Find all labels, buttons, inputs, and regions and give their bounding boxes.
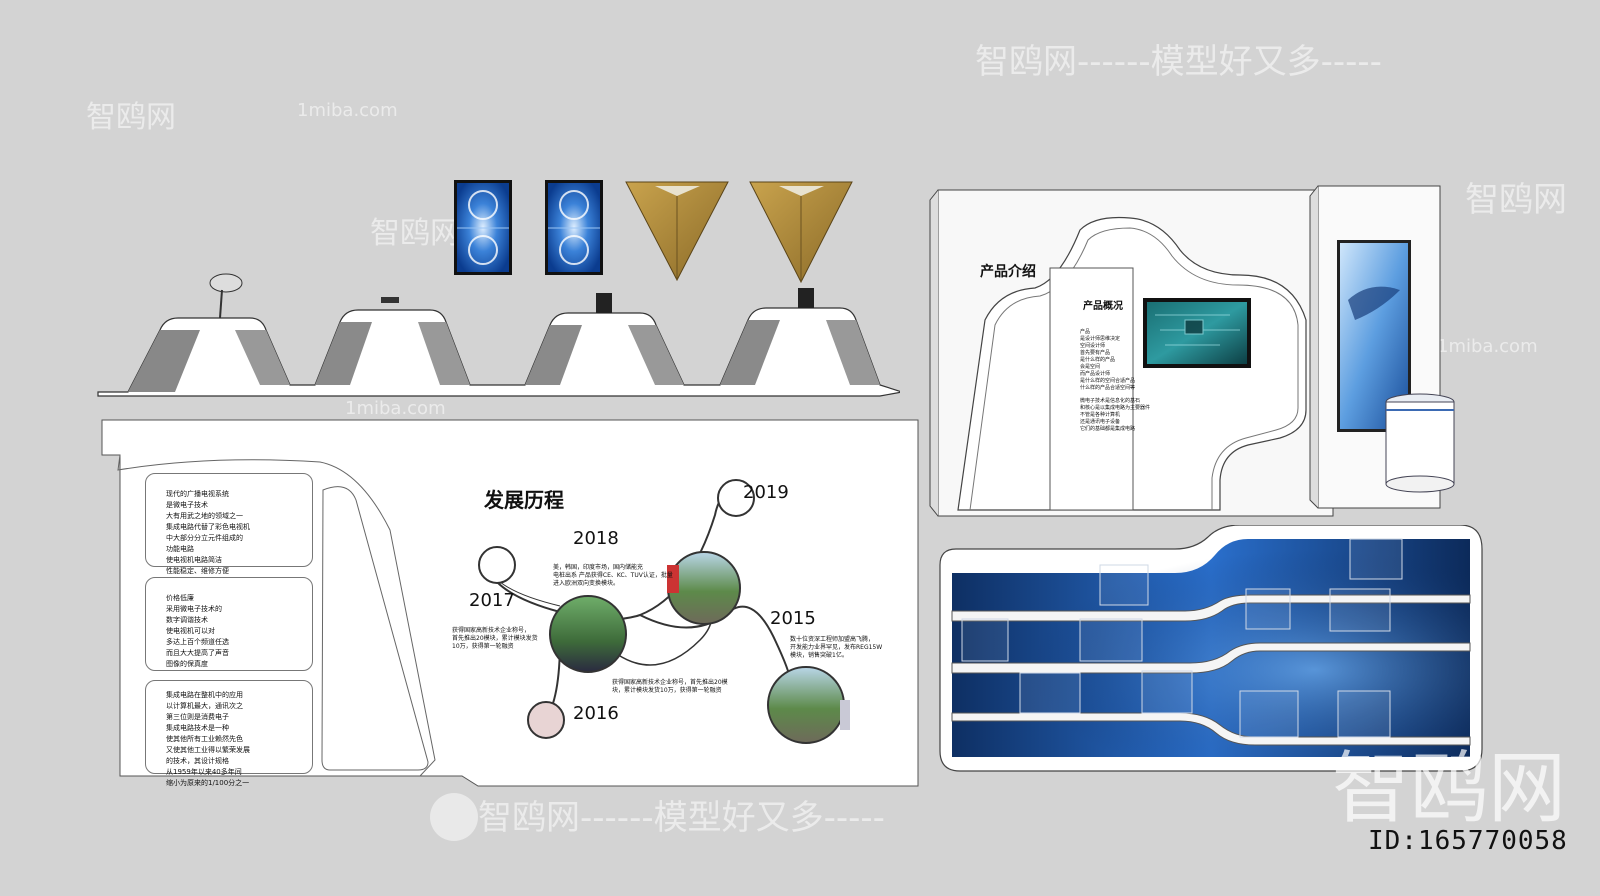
info-panel-2 <box>145 577 313 671</box>
watermark-site-left: 1miba.com <box>345 398 446 419</box>
display-screen-1 <box>454 180 512 275</box>
watermark-top-left-site: 1miba.com <box>297 100 398 121</box>
top-props-svg <box>97 180 900 397</box>
info-panel-3-text: 集成电路在整机中的应用 以计算机最大，通讯次之 第三位则是消费电子 集成电路技术… <box>166 691 250 787</box>
product-wall-svg <box>929 185 1455 517</box>
product-overview-text: 产品 是设计师思维决定 空间设计师 首先要有产品 是什么样的产品 会是空间 而产… <box>1080 329 1136 391</box>
info-panel-1 <box>145 473 313 567</box>
timeline-wall-svg <box>101 419 919 787</box>
watermark-mid-brand: 智鸥网 <box>370 216 460 251</box>
year-2017: 2017 <box>469 590 515 611</box>
watermark-top-left-brand: 智鸥网 <box>86 100 176 135</box>
display-screen-2 <box>545 180 603 275</box>
info-panel-1-text: 现代的广播电视系统 是微电子技术 大有用武之地的领域之一 集成电路代替了彩色电视… <box>166 490 250 575</box>
watermark-logo-icon <box>430 793 478 841</box>
watermark-site-right: 1miba.com <box>1437 336 1538 357</box>
product-overview-text-2: 微电子技术是信息化的基石 和核心是以集成电路为主要器件 不管是各种计算机 还是通… <box>1080 398 1151 432</box>
info-panel-3 <box>145 680 313 774</box>
gold-triangle-prop-2 <box>749 181 853 284</box>
note-2016: 获得国家高新技术企业称号，首先推出20模 块，累计模块发货10万，获得第一轮融资 <box>612 679 728 694</box>
photo-campus-2015 <box>767 666 845 744</box>
watermark-top-right: 智鸥网------模型好又多----- <box>975 42 1382 82</box>
gold-triangle-prop-1 <box>625 181 729 282</box>
photo-team-2017 <box>549 595 627 673</box>
watermark-bottom: 智鸥网------模型好又多----- <box>478 798 885 838</box>
note-2018: 美，韩国，印度市场，国内储能充 电桩出系 产品获得CE、KC、TUV认证，批量 … <box>553 564 673 587</box>
watermark-big-brand: 智鸥网 <box>1332 744 1567 834</box>
photo-tower <box>840 700 850 730</box>
year-2019: 2019 <box>743 482 789 503</box>
watermark-right-brand: 智鸥网 <box>1465 180 1567 220</box>
photo-handshake-2016 <box>527 701 565 739</box>
product-overview-title: 产品概况 <box>1083 301 1123 312</box>
zigzag-desk <box>97 273 900 397</box>
product-wall-title: 产品介绍 <box>980 264 1036 280</box>
info-panel-2-text: 价格低廉 采用微电子技术的 数字调谐技术 使电视机可以对 多达上百个频道任选 而… <box>166 594 229 668</box>
year-2018: 2018 <box>573 528 619 549</box>
timeline-node-2019 <box>717 479 755 517</box>
timeline-title: 发展历程 <box>484 488 564 512</box>
year-2015: 2015 <box>770 608 816 629</box>
display-shelf-svg <box>939 525 1483 772</box>
timeline-node-2017 <box>478 546 516 584</box>
note-2017: 获得国家高新技术企业称号， 首先推出20模块，累计模块发货 10万，获得第一轮融… <box>452 627 538 650</box>
watermark-id: ID:165770058 <box>1368 826 1568 856</box>
photo-banner <box>667 565 679 593</box>
note-2015: 数十位资深工程师加盟高飞腾， 开发能力业界罕见，发布REG15W 模块，销售突破… <box>790 636 883 659</box>
year-2016: 2016 <box>573 703 619 724</box>
